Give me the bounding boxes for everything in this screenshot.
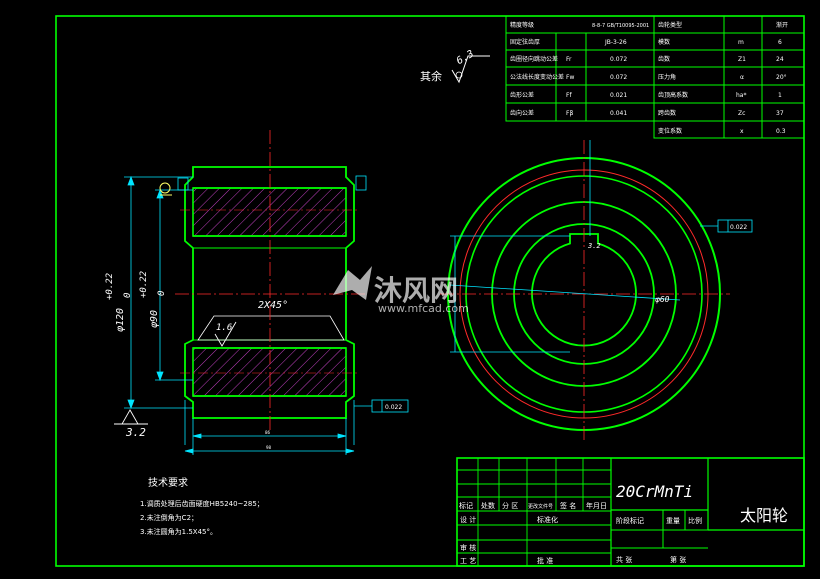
watermark: 沐风网 www.mfcad.com bbox=[333, 266, 469, 315]
left-table-value-2: 0.072 bbox=[610, 56, 627, 63]
stage-marks-label: 阶段标记 bbox=[616, 516, 644, 525]
parameter-table-left bbox=[505, 15, 655, 122]
right-table-value-0: 渐开 bbox=[776, 21, 788, 29]
right-table-value-4: 1 bbox=[778, 92, 782, 99]
left-table-label-5: 齿向公差 bbox=[510, 109, 534, 117]
left-table-value-1: JB-3-26 bbox=[604, 39, 627, 46]
sheet-no-label: 第 张 bbox=[670, 555, 686, 564]
process-label: 工 艺 bbox=[460, 557, 476, 565]
right-table-value-6: 0.3 bbox=[776, 128, 786, 135]
datum-circle-icon bbox=[159, 182, 171, 194]
right-table-label-5: 跨齿数 bbox=[658, 109, 676, 117]
material-label: 20CrMnTi bbox=[616, 482, 693, 501]
right-table-symbol-2: Z1 bbox=[738, 56, 746, 63]
title-block bbox=[456, 457, 805, 567]
parameter-table-right bbox=[653, 15, 805, 139]
chamfer-dim: 2X45° bbox=[258, 300, 288, 311]
design-label: 设 计 bbox=[460, 515, 476, 524]
left-table-value-3: 0.072 bbox=[610, 74, 627, 81]
standard-label: 标准化 bbox=[537, 515, 558, 524]
header-mark: 标记 bbox=[459, 501, 473, 510]
inner-diameter-tol-lower: 0 bbox=[157, 291, 167, 296]
watermark-url: www.mfcad.com bbox=[378, 302, 469, 315]
right-table-symbol-1: m bbox=[738, 39, 744, 46]
runout-bottom-value: 0.022 bbox=[385, 404, 402, 411]
right-table-value-1: 6 bbox=[778, 39, 782, 46]
inner-diameter-tol-upper: +0.22 bbox=[139, 271, 149, 298]
left-table-value-5: 0.041 bbox=[610, 110, 627, 117]
right-table-symbol-3: α bbox=[740, 74, 744, 81]
right-table-label-1: 模数 bbox=[658, 38, 670, 46]
runout-right-value: 0.022 bbox=[730, 224, 747, 231]
header-count: 处数 bbox=[481, 501, 495, 510]
surface-roughness-note: 其余 6.3 bbox=[420, 49, 490, 84]
left-table-label-4: 齿形公差 bbox=[510, 91, 534, 99]
header-signature: 签 名 bbox=[560, 501, 576, 510]
base-roughness-icon bbox=[114, 409, 148, 425]
front-gear-view: φ60 0.022 3.2 bbox=[440, 140, 753, 440]
outer-diameter-tol-lower: 0 bbox=[123, 293, 133, 298]
right-table-symbol-6: x bbox=[740, 128, 744, 135]
technical-requirements: 技术要求 1.调质处理后齿面硬度HB5240~285； 2.未注倒角为C2； 3… bbox=[140, 476, 264, 536]
left-table-label-2: 齿圈径向跳动公差 bbox=[510, 55, 558, 63]
header-date: 年月日 bbox=[586, 501, 607, 510]
right-table-symbol-5: Zc bbox=[738, 110, 745, 117]
bore-roughness-icon bbox=[214, 321, 237, 347]
watermark-logo-icon bbox=[333, 266, 372, 300]
sheets-label: 共 张 bbox=[616, 555, 632, 564]
tech-req-item-1: 1.调质处理后齿面硬度HB5240~285； bbox=[140, 499, 264, 508]
left-table-symbol-4: Ff bbox=[566, 92, 572, 99]
right-table-label-2: 齿数 bbox=[658, 55, 670, 63]
right-table-value-5: 37 bbox=[776, 110, 784, 117]
side-section-view: φ120 +0.22 0 φ90 +0.22 0 2X45° 86 98 1.6… bbox=[105, 130, 409, 455]
left-table-symbol-3: Fw bbox=[566, 74, 574, 81]
right-table-value-3: 20° bbox=[776, 74, 787, 81]
approve-label: 批 准 bbox=[537, 556, 553, 565]
outer-diameter-dim: φ120 bbox=[115, 308, 126, 332]
weight-label: 重量 bbox=[666, 517, 680, 525]
others-label: 其余 bbox=[420, 69, 442, 83]
header-change-doc: 更改文件号 bbox=[528, 503, 553, 510]
watermark-brand: 沐风网 bbox=[374, 274, 458, 307]
right-table-value-2: 24 bbox=[776, 56, 784, 63]
bore-with-keyway bbox=[531, 233, 637, 347]
left-table-value-0: 8-8-7 GB/T10095-2001 bbox=[592, 23, 649, 29]
right-table-label-0: 齿轮类型 bbox=[658, 21, 682, 29]
keyway-label: 3.2 bbox=[587, 242, 601, 250]
tech-req-item-2: 2.未注倒角为C2； bbox=[140, 513, 198, 522]
tech-req-title: 技术要求 bbox=[148, 476, 188, 489]
right-table-symbol-4: ha* bbox=[736, 92, 746, 99]
base-roughness-value: 3.2 bbox=[125, 426, 146, 439]
bore-roughness-value: 1.6 bbox=[216, 323, 232, 333]
width-small-dim: 86 bbox=[265, 430, 271, 435]
right-table-label-4: 齿顶高系数 bbox=[658, 91, 688, 99]
left-table-symbol-5: Fβ bbox=[566, 110, 573, 117]
right-table-label-3: 压力角 bbox=[658, 73, 676, 81]
left-table-label-3: 公法线长度变动公差 bbox=[510, 73, 564, 81]
outer-diameter-tol-upper: +0.22 bbox=[105, 273, 115, 300]
section-hatch-bottom bbox=[192, 347, 347, 397]
left-table-label-0: 精度等级 bbox=[510, 21, 534, 29]
width-total-dim: 98 bbox=[266, 445, 272, 450]
part-name-label: 太阳轮 bbox=[740, 506, 788, 525]
left-table-symbol-2: Fr bbox=[566, 56, 572, 63]
right-table-label-6: 变位系数 bbox=[658, 127, 682, 135]
section-hatch-top bbox=[192, 187, 347, 237]
inner-diameter-dim: φ90 bbox=[149, 310, 160, 328]
scale-label: 比例 bbox=[688, 516, 702, 525]
drawing-border bbox=[55, 15, 805, 567]
header-zone: 分 区 bbox=[502, 501, 518, 510]
review-label: 审 核 bbox=[460, 543, 476, 552]
center-diameter-label: φ60 bbox=[655, 295, 670, 304]
left-table-value-4: 0.021 bbox=[610, 92, 627, 99]
left-table-label-1: 固定弦齿厚 bbox=[510, 38, 540, 46]
tech-req-item-3: 3.未注圆角为1.5X45°。 bbox=[140, 527, 217, 536]
roughness-symbol-icon bbox=[451, 55, 490, 84]
